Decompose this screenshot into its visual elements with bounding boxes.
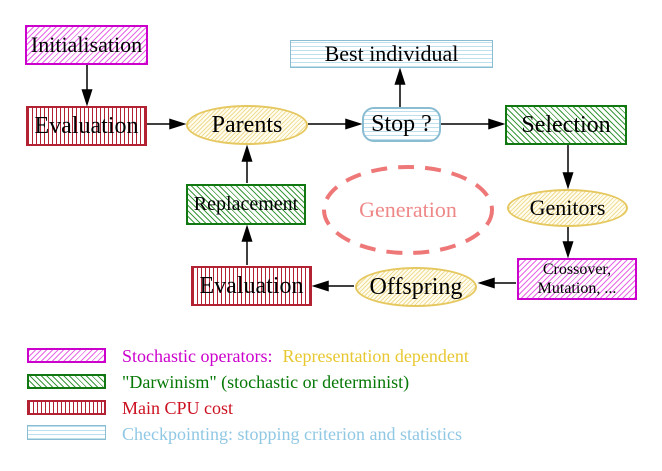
node-parents: Parents (186, 105, 308, 145)
node-genitors-label: Genitors (529, 195, 606, 220)
arrow-offspring-to-evaluation (311, 280, 354, 292)
arrow-replacement-to-parents (241, 144, 253, 183)
legend-swatch-stochastic-operators (27, 348, 106, 363)
node-best-individual-label: Best individual (324, 41, 459, 66)
legend-swatch-darwinism (27, 374, 106, 389)
legend-swatch-checkpointing (27, 425, 106, 440)
arrow-crossover-to-offspring (477, 277, 516, 289)
generation-dashed-ellipse (322, 165, 494, 255)
node-selection-label: Selection (521, 111, 611, 138)
arrow-parents-to-stop (308, 118, 363, 130)
legend-swatch-main-cpu-cost (27, 400, 106, 415)
legend-label-darwinism: "Darwinism" (stochastic or determinist) (122, 372, 410, 392)
arrow-initialisation-to-evaluation (81, 65, 93, 107)
node-generation-label: Generation (359, 197, 457, 222)
legend-label-stochastic-operators: Stochastic operators: (122, 346, 273, 366)
arrow-evaluation-to-parents (147, 118, 187, 130)
arrow-genitors-to-crossover (562, 227, 574, 259)
arrow-stop-to-best-individual (394, 67, 406, 107)
node-evaluation-top: Evaluation (26, 106, 147, 146)
node-evaluation-bottom-label: Evaluation (199, 272, 304, 299)
node-replacement-label: Replacement (193, 193, 299, 215)
node-crossover-label-line1: Crossover, (542, 261, 612, 278)
arrow-evaluation-to-replacement (241, 224, 253, 265)
node-crossover-mutation: Crossover, Mutation, ... (517, 258, 637, 300)
legend-label-checkpointing: Checkpointing: stopping criterion and st… (122, 424, 462, 444)
legend-label-representation-dependent: Representation dependent (282, 346, 469, 366)
node-crossover-label-line2: Mutation, ... (537, 280, 617, 297)
node-offspring-label: Offspring (369, 273, 463, 300)
node-best-individual: Best individual (290, 40, 493, 68)
node-parents-label: Parents (211, 111, 283, 138)
node-evaluation-top-label: Evaluation (34, 112, 139, 139)
node-offspring: Offspring (355, 267, 477, 307)
node-stop: Stop ? (362, 107, 441, 142)
legend-label-main-cpu-cost: Main CPU cost (122, 398, 234, 418)
node-selection: Selection (505, 105, 627, 145)
arrow-stop-to-selection (441, 118, 506, 130)
node-replacement: Replacement (186, 184, 306, 225)
node-evaluation-bottom: Evaluation (191, 266, 312, 306)
node-initialisation: Initialisation (25, 25, 148, 65)
node-stop-label: Stop ? (371, 111, 432, 137)
node-genitors: Genitors (507, 189, 628, 227)
node-initialisation-label: Initialisation (30, 32, 143, 57)
arrow-selection-to-genitors (562, 145, 574, 190)
legend-item-stochastic-operators: Stochastic operators: Representation depe… (122, 346, 469, 366)
